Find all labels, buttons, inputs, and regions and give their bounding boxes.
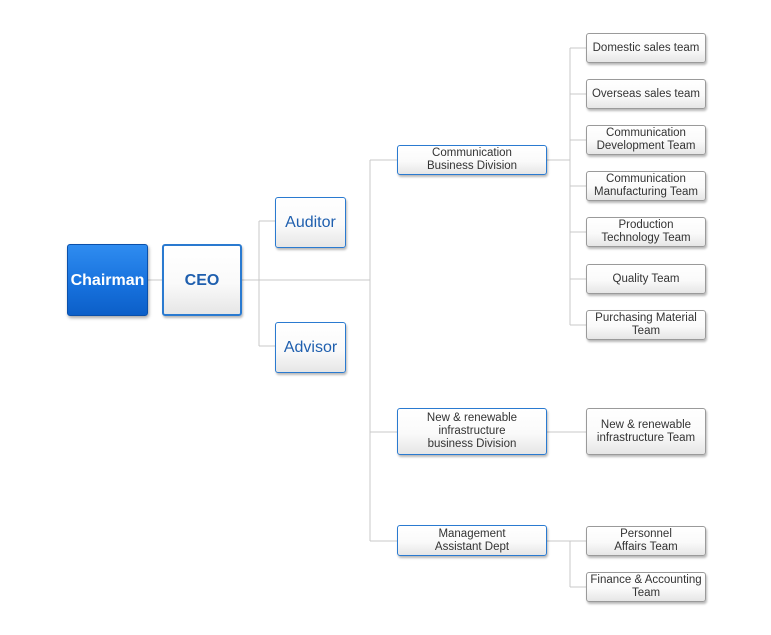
ceo-box: CEO [162,244,242,316]
chairman-box: Chairman [67,244,148,316]
team-communication-manufacturing: Communication Manufacturing Team [586,171,706,201]
division-management: Management Assistant Dept [397,525,547,556]
team-domestic-sales: Domestic sales team [586,33,706,63]
team-purchasing-material: Purchasing Material Team [586,310,706,340]
division-renewable: New & renewable infrastructure business … [397,408,547,455]
team-personnel-affairs: Personnel Affairs Team [586,526,706,556]
team-overseas-sales: Overseas sales team [586,79,706,109]
team-finance-accounting: Finance & Accounting Team [586,572,706,602]
advisor-box: Advisor [275,322,346,373]
team-communication-development: Communication Development Team [586,125,706,155]
division-communication: Communication Business Division [397,145,547,175]
team-renewable-infrastructure: New & renewable infrastructure Team [586,408,706,455]
auditor-box: Auditor [275,197,346,248]
team-production-technology: Production Technology Team [586,217,706,247]
team-quality: Quality Team [586,264,706,294]
